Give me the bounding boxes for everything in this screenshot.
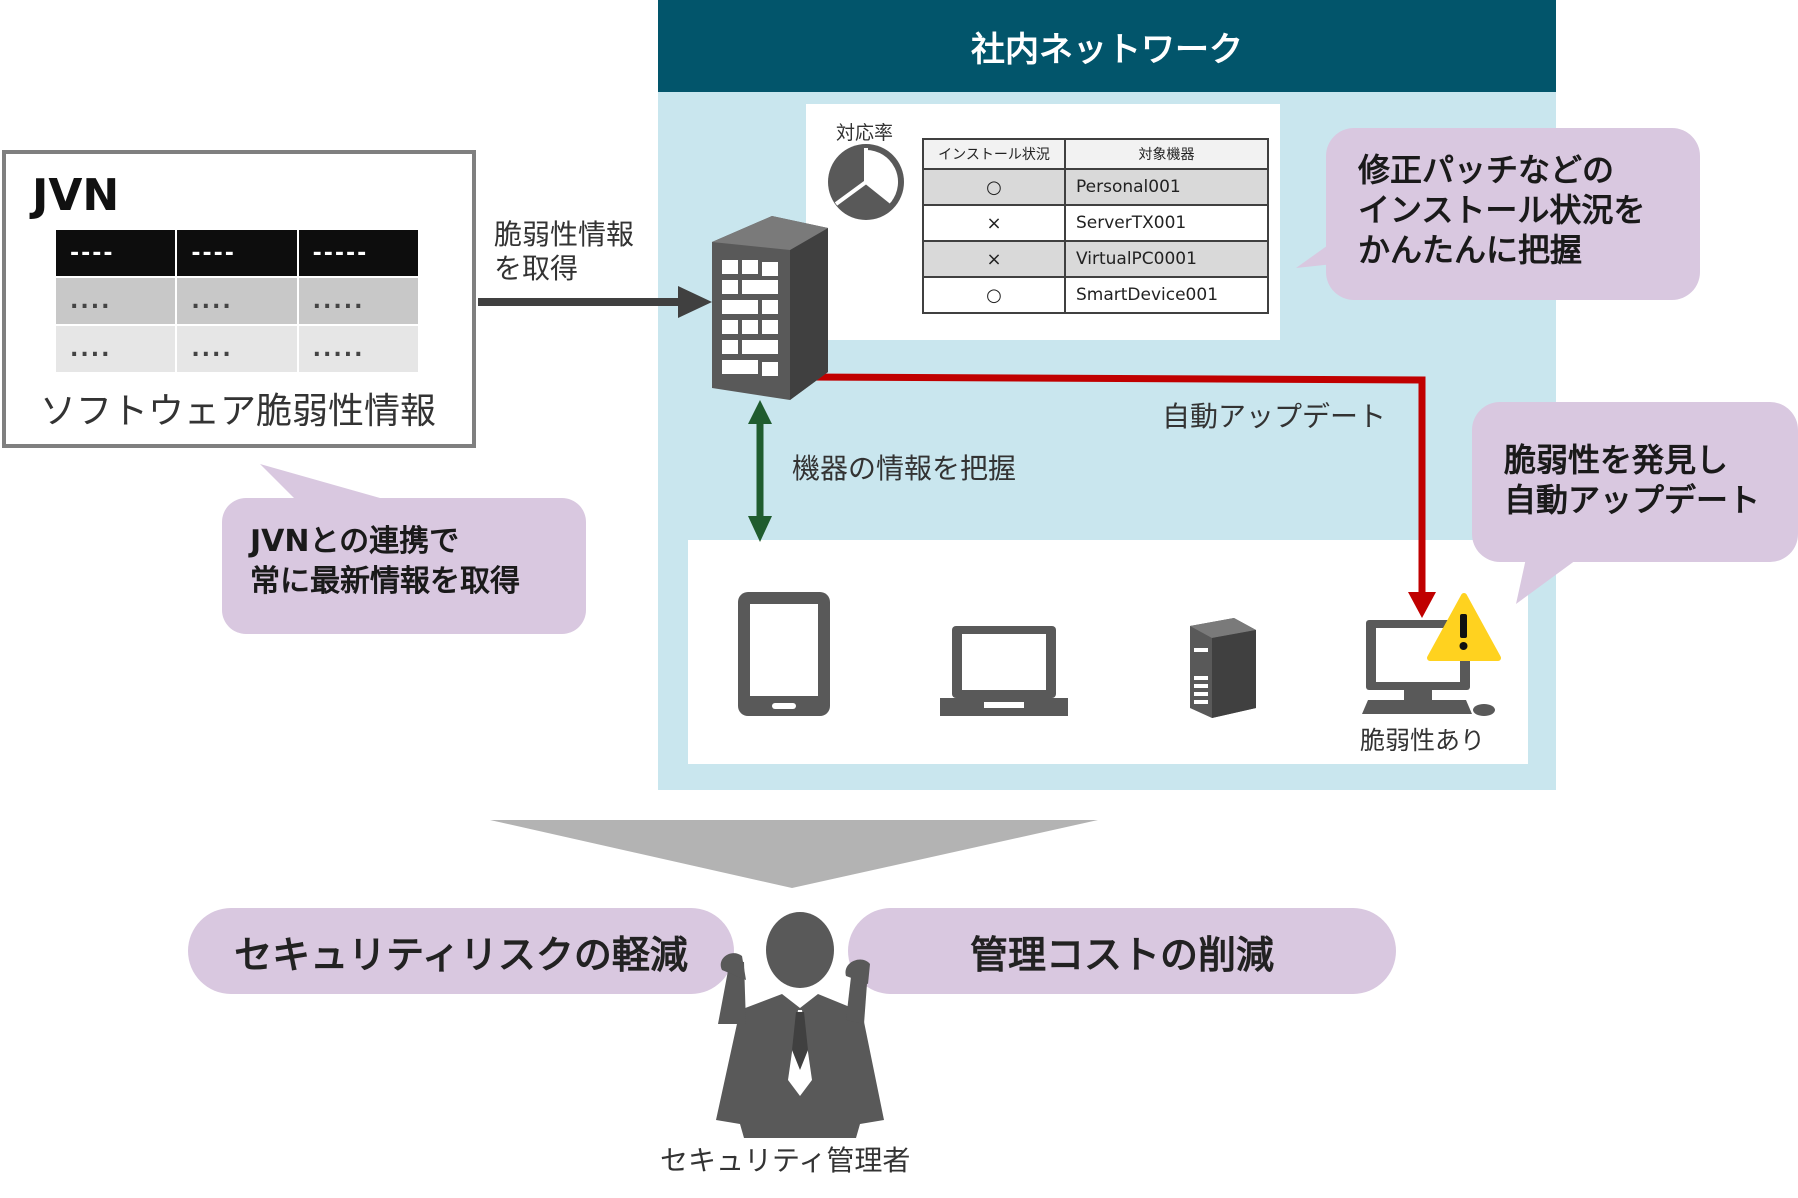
jvn-link-bubble-text: JVNとの連携で 常に最新情報を取得 bbox=[250, 524, 520, 599]
device-name-cell: ServerTX001 bbox=[1064, 204, 1269, 242]
auto-update-arrow bbox=[799, 373, 1426, 594]
install-status-cell: × bbox=[922, 240, 1066, 278]
admin-person-icon bbox=[716, 912, 884, 1138]
device-name-cell: Personal001 bbox=[1064, 168, 1269, 206]
benefit-cost-reduction: 管理コストの削減 bbox=[969, 932, 1274, 977]
jvn-link-bubble bbox=[222, 464, 586, 634]
jvn-cell: .... bbox=[56, 326, 176, 372]
benefit-right-pill bbox=[848, 908, 1396, 994]
jvn-title: JVN bbox=[32, 170, 120, 221]
get-info-label: 脆弱性情報 を取得 bbox=[494, 218, 635, 285]
jvn-cell: ..... bbox=[298, 278, 418, 324]
tower-server-icon bbox=[1190, 618, 1256, 718]
jvn-cell: .... bbox=[177, 278, 297, 324]
jvn-cell: ---- bbox=[177, 230, 297, 276]
table-header-row: インストール状況 対象機器 bbox=[922, 138, 1269, 170]
install-status-table: インストール状況 対象機器 ○ Personal001 × ServerTX00… bbox=[922, 138, 1269, 314]
jvn-row: .... .... ..... bbox=[56, 278, 420, 324]
install-status-cell: × bbox=[922, 204, 1066, 242]
jvn-row: ---- ---- ----- bbox=[56, 230, 420, 276]
jvn-cell: ..... bbox=[298, 326, 418, 372]
laptop-icon bbox=[940, 626, 1068, 716]
table-header: インストール状況 bbox=[922, 138, 1066, 170]
chart-label: 対応率 bbox=[836, 122, 894, 144]
table-row: × ServerTX001 bbox=[922, 204, 1269, 242]
device-name-cell: VirtualPC0001 bbox=[1064, 240, 1269, 278]
device-name-cell: SmartDevice001 bbox=[1064, 276, 1269, 314]
jvn-vulnerability-table: ---- ---- ----- .... .... ..... .... ...… bbox=[56, 230, 420, 374]
install-status-cell: ○ bbox=[922, 276, 1066, 314]
benefit-risk-reduction: セキュリティリスクの軽減 bbox=[234, 932, 688, 977]
server-building-icon bbox=[712, 216, 828, 400]
jvn-cell: ----- bbox=[298, 230, 418, 276]
auto-update-label: 自動アップデート bbox=[1162, 400, 1387, 433]
patch-status-bubble bbox=[1296, 128, 1700, 300]
jvn-row: .... .... ..... bbox=[56, 326, 420, 372]
jvn-cell: .... bbox=[177, 326, 297, 372]
table-header: 対象機器 bbox=[1064, 138, 1269, 170]
jvn-cell: ---- bbox=[56, 230, 176, 276]
patch-status-bubble-text: 修正パッチなどの インストール状況を かんたんに把握 bbox=[1358, 151, 1646, 269]
jvn-cell: .... bbox=[56, 278, 176, 324]
table-row: ○ Personal001 bbox=[922, 168, 1269, 206]
network-header: 社内ネットワーク bbox=[658, 0, 1556, 92]
warning-icon bbox=[1427, 593, 1501, 661]
admin-label: セキュリティ管理者 bbox=[660, 1144, 911, 1177]
tablet-icon bbox=[738, 592, 830, 716]
device-info-label: 機器の情報を把握 bbox=[792, 452, 1017, 485]
vulnerable-label: 脆弱性あり bbox=[1360, 726, 1486, 755]
install-status-cell: ○ bbox=[922, 168, 1066, 206]
vuln-update-bubble-text: 脆弱性を発見し 自動アップデート bbox=[1504, 441, 1761, 519]
benefit-left-pill bbox=[188, 908, 734, 994]
funnel-arrow bbox=[490, 820, 1098, 888]
table-row: × VirtualPC0001 bbox=[922, 240, 1269, 278]
pie-chart-icon bbox=[828, 144, 904, 220]
jvn-caption: ソフトウェア脆弱性情報 bbox=[40, 391, 437, 432]
vuln-update-bubble bbox=[1472, 402, 1798, 604]
table-row: ○ SmartDevice001 bbox=[922, 276, 1269, 314]
